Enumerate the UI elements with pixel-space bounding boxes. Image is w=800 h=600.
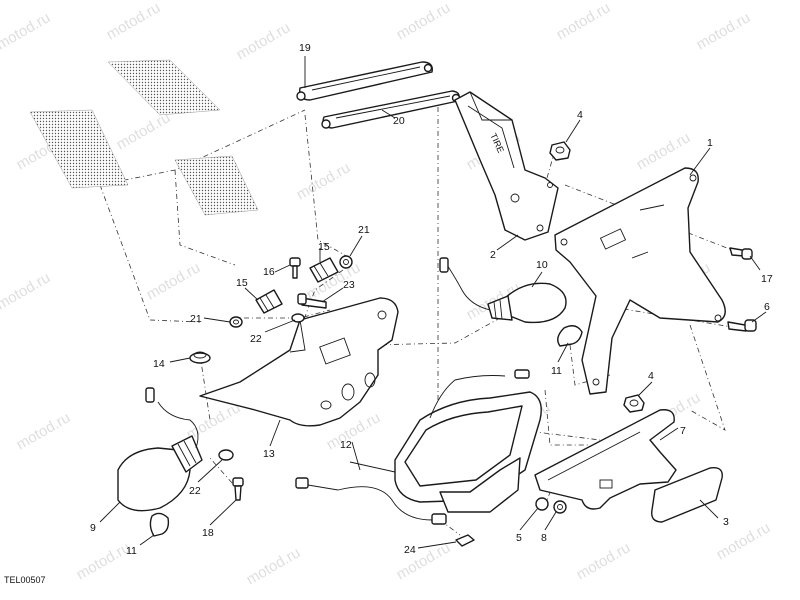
watermark: motod.ru (0, 9, 53, 53)
label-12: 12 (340, 439, 352, 451)
label-17: 17 (761, 273, 773, 285)
watermark: motod.ru (394, 0, 454, 43)
label-1: 1 (707, 137, 713, 149)
taillight-bracket (199, 297, 399, 427)
washer-8 (553, 500, 567, 514)
screw-17 (729, 247, 753, 260)
label-2: 2 (490, 249, 496, 261)
watermark: motod.ru (14, 409, 74, 453)
label-11-left: 11 (126, 545, 137, 557)
washer-5 (535, 497, 549, 511)
label-10: 10 (536, 259, 548, 271)
watermark: motod.ru (554, 0, 614, 43)
label-19: 19 (299, 42, 311, 54)
watermark: motod.ru (694, 9, 754, 53)
label-21-left: 21 (190, 313, 202, 325)
bulb-right (557, 325, 583, 347)
watermark: motod.ru (234, 19, 294, 63)
rubber-strap-upper (296, 61, 433, 101)
watermark: motod.ru (144, 259, 204, 303)
watermark: motod.ru (394, 539, 454, 583)
nut-lower (623, 394, 645, 413)
license-plate-holder (554, 167, 726, 395)
watermark: motod.ru (114, 109, 174, 153)
leader-lines (99, 56, 767, 549)
plate-light-bracket (534, 409, 677, 510)
label-24: 24 (404, 544, 416, 556)
label-3: 3 (723, 516, 729, 528)
grommet-14 (189, 351, 211, 364)
nut-upper (549, 141, 571, 161)
bulb-left (149, 512, 170, 537)
label-14: 14 (153, 358, 165, 370)
rubber-strap-lower (321, 90, 461, 129)
label-22-upper: 22 (250, 333, 262, 345)
label-13: 13 (263, 448, 275, 460)
screw-15-right (309, 257, 339, 283)
label-18: 18 (202, 527, 214, 539)
turn-indicator-right (439, 257, 567, 324)
label-20: 20 (393, 115, 405, 127)
watermark: motod.ru (634, 129, 694, 173)
label-7: 7 (680, 425, 686, 437)
screw-16 (289, 257, 301, 279)
label-8: 8 (541, 532, 547, 544)
label-21-right: 21 (358, 224, 370, 236)
label-4-lower: 4 (648, 370, 654, 382)
inner-mounting-bracket: TIRE (454, 91, 559, 241)
diagram-code: TEL00507 (4, 575, 46, 585)
label-16: 16 (263, 266, 275, 278)
label-11-right: 11 (551, 365, 562, 377)
screw-6 (727, 319, 757, 332)
turn-indicator-left (117, 387, 203, 512)
plate-light (651, 467, 723, 523)
label-22-lower: 22 (189, 485, 201, 497)
label-5: 5 (516, 532, 522, 544)
screw-23 (297, 293, 327, 309)
watermark: motod.ru (574, 539, 634, 583)
heat-shield-mesh (29, 59, 259, 216)
label-4-upper: 4 (577, 109, 583, 121)
screw-18 (232, 477, 244, 501)
label-23: 23 (343, 279, 355, 291)
part-number-labels: 19 20 1 2 4 17 6 10 11 12 13 14 15 15 16… (90, 42, 773, 557)
screw-15-left (255, 289, 283, 314)
washer-21-right (339, 255, 353, 269)
watermark: motod.ru (104, 0, 164, 43)
label-15-left: 15 (236, 277, 248, 289)
label-9: 9 (90, 522, 96, 534)
washer-21-left (229, 316, 243, 328)
watermark: motod.ru (294, 159, 354, 203)
bulb-24 (455, 534, 475, 547)
label-6: 6 (764, 301, 770, 313)
watermark: motod.ru (0, 269, 53, 313)
taillight-assembly (295, 369, 542, 525)
watermark: motod.ru (74, 539, 134, 583)
washer-22-lower (218, 449, 234, 461)
watermark: motod.ru (244, 544, 304, 588)
label-15-right: 15 (318, 241, 330, 253)
